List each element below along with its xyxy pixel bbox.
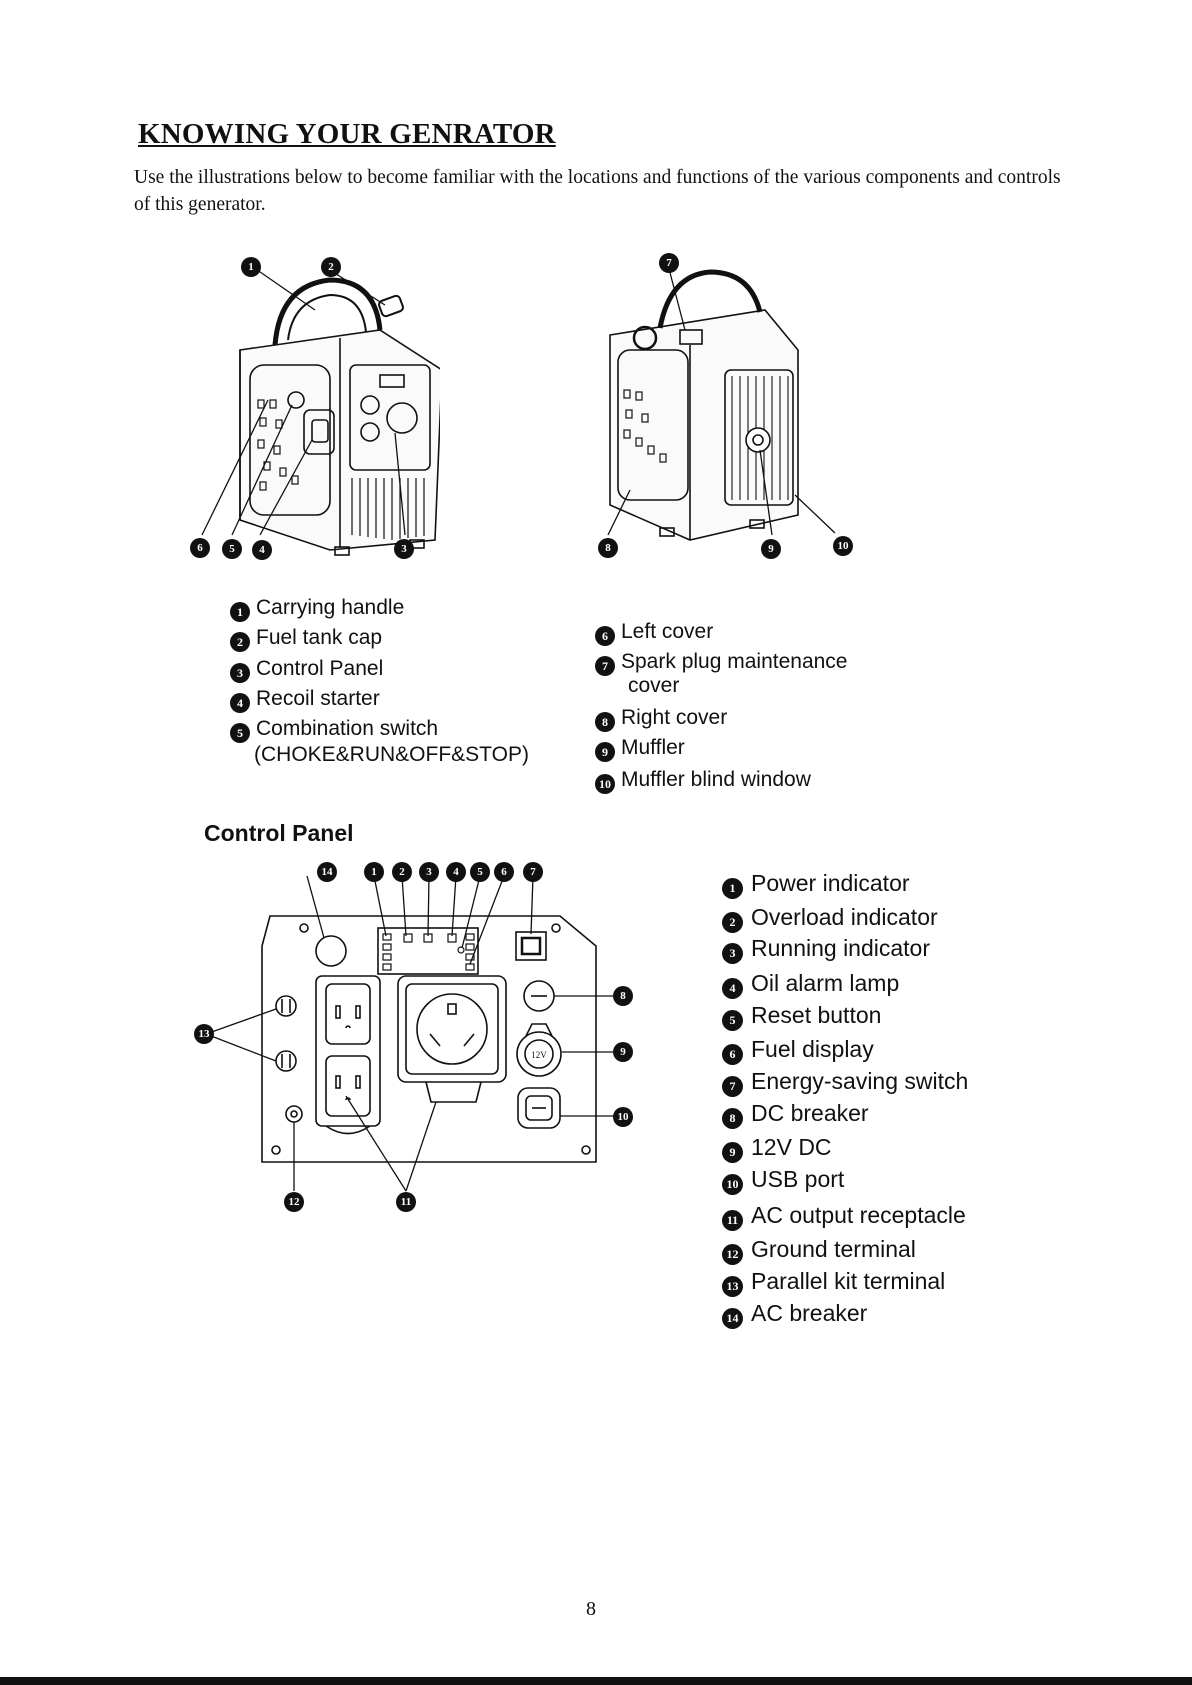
- number-badge: 4: [722, 978, 743, 999]
- number-badge: 4: [230, 693, 250, 713]
- number-badge: 13: [722, 1276, 743, 1297]
- control-panel-title: Control Panel: [204, 820, 354, 847]
- callout-badge: 3: [419, 862, 439, 882]
- generator-front-illustration: [180, 250, 440, 560]
- callout-badge: 9: [761, 539, 781, 559]
- callout-badge: 6: [494, 862, 514, 882]
- callout-badge: 8: [598, 538, 618, 558]
- number-badge: 6: [595, 626, 615, 646]
- callout-badge: 1: [364, 862, 384, 882]
- number-badge: 8: [595, 712, 615, 732]
- number-badge: 2: [722, 912, 743, 933]
- callout-badge: 6: [190, 538, 210, 558]
- number-badge: 7: [722, 1076, 743, 1097]
- callout-badge: 7: [523, 862, 543, 882]
- number-badge: 3: [230, 663, 250, 683]
- bottom-rule: [0, 1677, 1192, 1685]
- page-number: 8: [586, 1598, 596, 1621]
- intro-paragraph: Use the illustrations below to become fa…: [134, 164, 1074, 218]
- callout-badge: 5: [222, 539, 242, 559]
- callout-badge: 13: [194, 1024, 214, 1044]
- number-badge: 9: [722, 1142, 743, 1163]
- callout-badge: 2: [392, 862, 412, 882]
- outlet-12v-label: 12V: [531, 1050, 547, 1060]
- number-badge: 3: [722, 943, 743, 964]
- rear-label-continued: cover: [595, 674, 847, 706]
- number-badge: 5: [230, 723, 250, 743]
- number-badge: 6: [722, 1044, 743, 1065]
- front-label-continued: (CHOKE&RUN&OFF&STOP): [230, 743, 529, 767]
- callout-badge: 11: [396, 1192, 416, 1212]
- callout-badge: 8: [613, 986, 633, 1006]
- number-badge: 2: [230, 632, 250, 652]
- number-badge: 1: [230, 602, 250, 622]
- callout-badge: 4: [446, 862, 466, 882]
- callout-badge: 10: [833, 536, 853, 556]
- callout-badge: 5: [470, 862, 490, 882]
- callout-badge: 10: [613, 1107, 633, 1127]
- number-badge: 10: [595, 774, 615, 794]
- number-badge: 5: [722, 1010, 743, 1031]
- number-badge: 8: [722, 1108, 743, 1129]
- number-badge: 7: [595, 656, 615, 676]
- generator-rear-illustration: [590, 250, 860, 560]
- page-heading: KNOWING YOUR GENRATOR: [138, 118, 556, 151]
- callout-badge: 12: [284, 1192, 304, 1212]
- callout-badge: 9: [613, 1042, 633, 1062]
- control-panel-diagram: 12V: [186, 856, 656, 1218]
- callout-badge: 2: [321, 257, 341, 277]
- callout-badge: 7: [659, 253, 679, 273]
- number-badge: 9: [595, 742, 615, 762]
- number-badge: 10: [722, 1174, 743, 1195]
- number-badge: 14: [722, 1308, 743, 1329]
- callout-badge: 4: [252, 540, 272, 560]
- callout-badge: 1: [241, 257, 261, 277]
- number-badge: 12: [722, 1244, 743, 1265]
- callout-badge: 3: [394, 539, 414, 559]
- callout-badge: 14: [317, 862, 337, 882]
- number-badge: 1: [722, 878, 743, 899]
- number-badge: 11: [722, 1210, 743, 1231]
